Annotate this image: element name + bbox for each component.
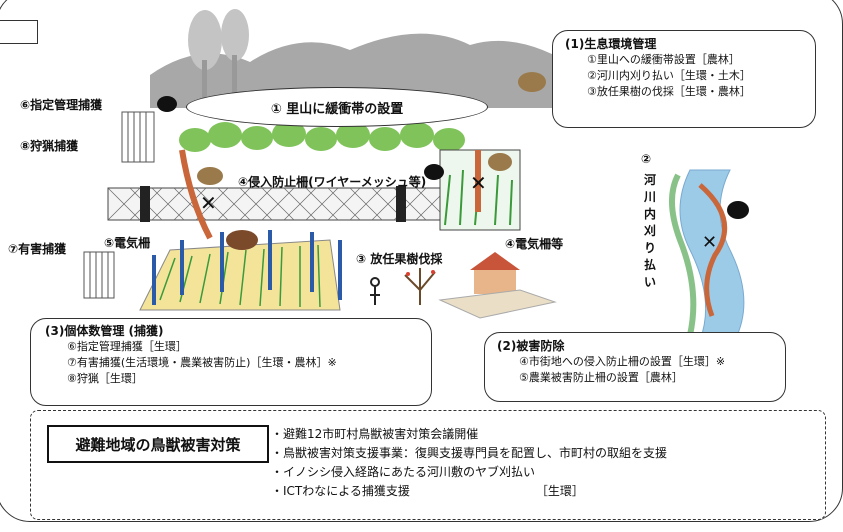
svg-text:✕: ✕: [470, 171, 487, 195]
svg-text:✕: ✕: [702, 232, 717, 253]
buffer-zone-label: ① 里山に緩衝帯の設置: [270, 101, 404, 117]
label-intrusion-fence: ④侵入防止柵(ワイヤーメッシュ等): [238, 175, 427, 189]
worker-icon: [370, 277, 381, 305]
population-item: ⑦有害捕獲(生活環境・農業被害防止)［生環・農林］※: [67, 356, 337, 369]
cage-trap-icon: [83, 251, 115, 299]
habitat-management-box: (1)生息環境管理 ①里山への緩衝帯設置［農林］ ②河川内刈り払い［生環・土木］…: [552, 30, 816, 128]
arrow-river: [698, 183, 728, 317]
label-electric-fence: ⑤電気柵: [104, 236, 151, 250]
habitat-item: ③放任果樹の伐採［生環・農林］: [587, 85, 751, 98]
population-management-box: (3)個体数管理 (捕獲) ⑥指定管理捕獲［生環］ ⑦有害捕獲(生活環境・農業被…: [30, 318, 432, 406]
label-hunting-capture: ⑧狩猟捕獲: [20, 139, 79, 153]
forest-row: [179, 121, 465, 152]
corner-tag: [0, 20, 38, 44]
damage-title: (2)被害防除: [497, 339, 565, 353]
evacuation-measure: ・イノシシ侵入経路にあたる河川敷のヤブ刈払い: [271, 465, 536, 479]
evacuation-measure: ・ICTわなによる捕獲支援 ［生環］: [271, 484, 584, 498]
evacuation-measure: ・鳥獣被害対策支援事業：復興支援専門員を配置し、市町村の取組を支援: [271, 446, 668, 460]
evacuation-area-label: 避難地域の鳥獣被害対策: [47, 425, 269, 463]
label-electric-fence-etc: ④電気柵等: [505, 237, 564, 251]
electric-fence-posts: [152, 230, 342, 305]
boar-icon: [518, 72, 546, 92]
yard: [438, 289, 557, 319]
boar-icon: [197, 167, 223, 185]
label-river-vertical: 河 川 内 刈 り 払 い: [644, 173, 657, 289]
label-river-number: ②: [641, 152, 652, 166]
boar-icon: [226, 230, 258, 250]
population-item: ⑥指定管理捕獲［生環］: [67, 340, 187, 353]
evacuation-measure: ・避難12市町村鳥獣被害対策会議開催: [271, 427, 479, 441]
evacuation-measures-list: ・避難12市町村鳥獣被害対策会議開催 ・鳥獣被害対策支援事業：復興支援専門員を配…: [271, 425, 667, 501]
wire-mesh-fence: [107, 186, 449, 222]
bear-icon: [157, 96, 177, 112]
buffer-zone-ellipse: ① 里山に緩衝帯の設置: [186, 87, 488, 127]
arrow-forest-to-field: [179, 149, 213, 240]
evacuation-area-box: 避難地域の鳥獣被害対策 ・避難12市町村鳥獣被害対策会議開催 ・鳥獣被害対策支援…: [30, 410, 826, 520]
population-item: ⑧狩猟［生環］: [67, 372, 143, 385]
fruit-tree-icon: [404, 268, 436, 305]
crop-field: [139, 239, 341, 311]
population-title: (3)個体数管理 (捕獲): [45, 324, 164, 338]
house-icon: [470, 252, 520, 270]
svg-text:✕: ✕: [200, 191, 217, 215]
boar-icon: [488, 153, 512, 171]
tall-tree-right: [221, 9, 249, 61]
tall-tree-left: [188, 10, 222, 70]
label-designated-capture: ⑥指定管理捕獲: [20, 98, 103, 112]
bear-icon: [424, 164, 444, 180]
habitat-title: (1)生息環境管理: [565, 37, 657, 51]
damage-item: ⑤農業被害防止柵の設置［農林］: [519, 371, 683, 384]
bear-icon: [727, 201, 749, 219]
cage-trap-icon: [121, 111, 155, 163]
habitat-item: ②河川内刈り払い［生環・土木］: [587, 69, 751, 82]
label-harmful-capture: ⑦有害捕獲: [8, 242, 67, 256]
damage-prevention-box: (2)被害防除 ④市街地への侵入防止柵の設置［生環］※ ⑤農業被害防止柵の設置［…: [484, 332, 786, 402]
habitat-item: ①里山への緩衝帯設置［農林］: [587, 53, 740, 66]
label-abandoned-fruit: ③ 放任果樹伐採: [356, 252, 443, 266]
damage-item: ④市街地への侵入防止柵の設置［生環］※: [519, 355, 726, 368]
